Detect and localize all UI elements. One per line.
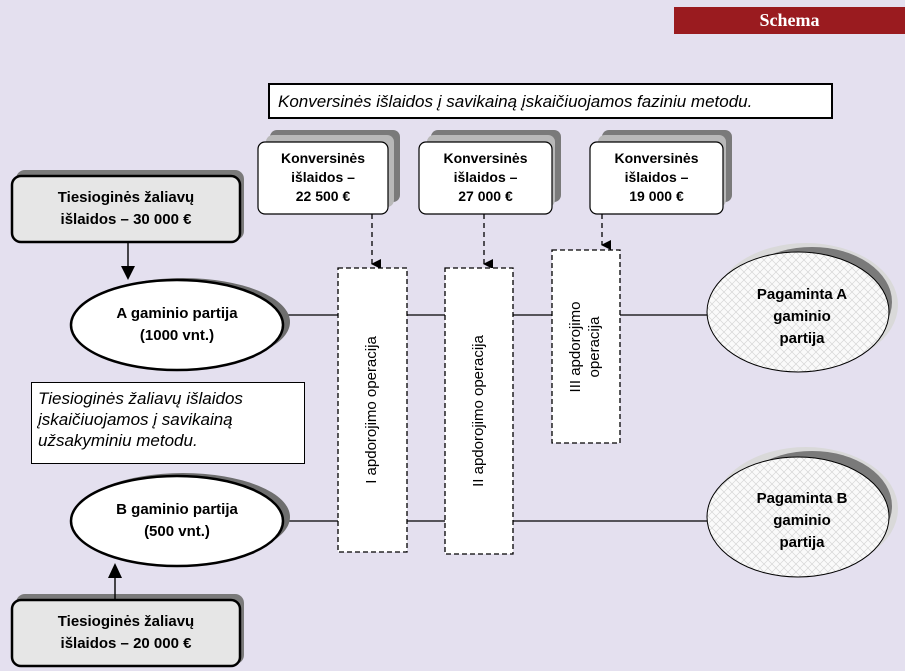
output-label-a: Pagaminta A gaminio partija: [727, 284, 877, 350]
output-b-line-1: Pagaminta B: [756, 490, 848, 507]
raw-a-line-1: Tiesioginės žaliavų: [57, 189, 195, 206]
schema-title: Schema: [674, 7, 905, 34]
operation-3-line-1: III apdorojimo: [567, 301, 584, 393]
phase-method-text: Konversinės išlaidos į savikainą įskaiči…: [278, 92, 753, 111]
conversion-cost-label-3: Konversinės išlaidos – 19 000 €: [590, 149, 723, 206]
operation-label-1: I apdorojimo operacija: [362, 260, 382, 560]
cost-1-line-2: išlaidos –: [291, 169, 355, 185]
raw-material-label-a: Tiesioginės žaliavų išlaidos – 30 000 €: [12, 187, 240, 231]
operation-1-text: I apdorojimo operacija: [363, 336, 380, 484]
operation-label-2: II apdorojimo operacija: [469, 261, 489, 561]
conversion-cost-label-1: Konversinės išlaidos – 22 500 €: [258, 149, 388, 206]
batch-ellipse-b: [69, 473, 290, 568]
raw-b-line-1: Tiesioginės žaliavų: [57, 613, 195, 630]
operation-box-3: [551, 249, 621, 444]
operation-3-line-2: operacija: [586, 316, 603, 378]
cost-1-amount: 22 500 €: [295, 188, 351, 204]
raw-a-line-2: išlaidos – 30 000 €: [60, 211, 192, 228]
order-method-line-3: užsakyminiu metodu.: [38, 431, 198, 450]
cost-2-amount: 27 000 €: [458, 188, 513, 204]
conversion-cost-box-3: [589, 130, 732, 215]
batch-b-line-1: B gaminio partija: [116, 501, 238, 518]
cost-3-line-2: išlaidos –: [624, 169, 689, 185]
raw-b-line-2: išlaidos – 20 000 €: [60, 635, 192, 652]
raw-material-box-b: [10, 594, 244, 668]
order-method-note: Tiesioginės žaliavų išlaidos įskaičiuoja…: [31, 382, 305, 464]
output-label-b: Pagaminta B gaminio partija: [727, 488, 877, 554]
output-a-line-1: Pagaminta A: [756, 286, 848, 303]
output-ellipse-a: [706, 243, 898, 373]
batch-label-a: A gaminio partija (1000 vnt.): [71, 303, 283, 347]
order-method-line-2: įskaičiuojamos į savikainą: [38, 410, 233, 429]
operation-box-2: [444, 267, 514, 555]
raw-material-label-b: Tiesioginės žaliavų išlaidos – 20 000 €: [12, 611, 240, 655]
output-a-line-3: partija: [779, 330, 825, 347]
phase-method-note: Konversinės išlaidos į savikainą įskaiči…: [268, 83, 833, 119]
batch-a-line-1: A gaminio partija: [116, 305, 238, 322]
conversion-cost-box-1: [257, 130, 400, 215]
operation-label-3: III apdorojimo operacija: [566, 272, 606, 422]
batch-a-line-2: (1000 vnt.): [139, 327, 215, 344]
conversion-cost-box-2: [418, 130, 561, 215]
batch-label-b: B gaminio partija (500 vnt.): [71, 499, 283, 543]
output-b-line-3: partija: [779, 534, 825, 551]
raw-material-box-a: [10, 170, 244, 244]
operation-box-1: [337, 267, 408, 553]
output-ellipse-b: [706, 447, 898, 578]
flow-lines: [282, 314, 708, 522]
batch-b-line-2: (500 vnt.): [144, 523, 210, 540]
batch-ellipse-a: [69, 278, 290, 372]
cost-3-amount: 19 000 €: [629, 188, 684, 204]
raw-arrows: [108, 242, 135, 600]
cost-2-line-1: Konversinės: [443, 150, 528, 166]
output-a-line-2: gaminio: [773, 308, 831, 325]
cost-2-line-2: išlaidos –: [453, 169, 518, 185]
conversion-cost-label-2: Konversinės išlaidos – 27 000 €: [419, 149, 552, 206]
cost-3-line-1: Konversinės: [614, 150, 699, 166]
operation-2-text: II apdorojimo operacija: [470, 335, 487, 487]
output-b-line-2: gaminio: [773, 512, 831, 529]
order-method-line-1: Tiesioginės žaliavų išlaidos: [38, 389, 243, 408]
cost-1-line-1: Konversinės: [280, 150, 366, 166]
